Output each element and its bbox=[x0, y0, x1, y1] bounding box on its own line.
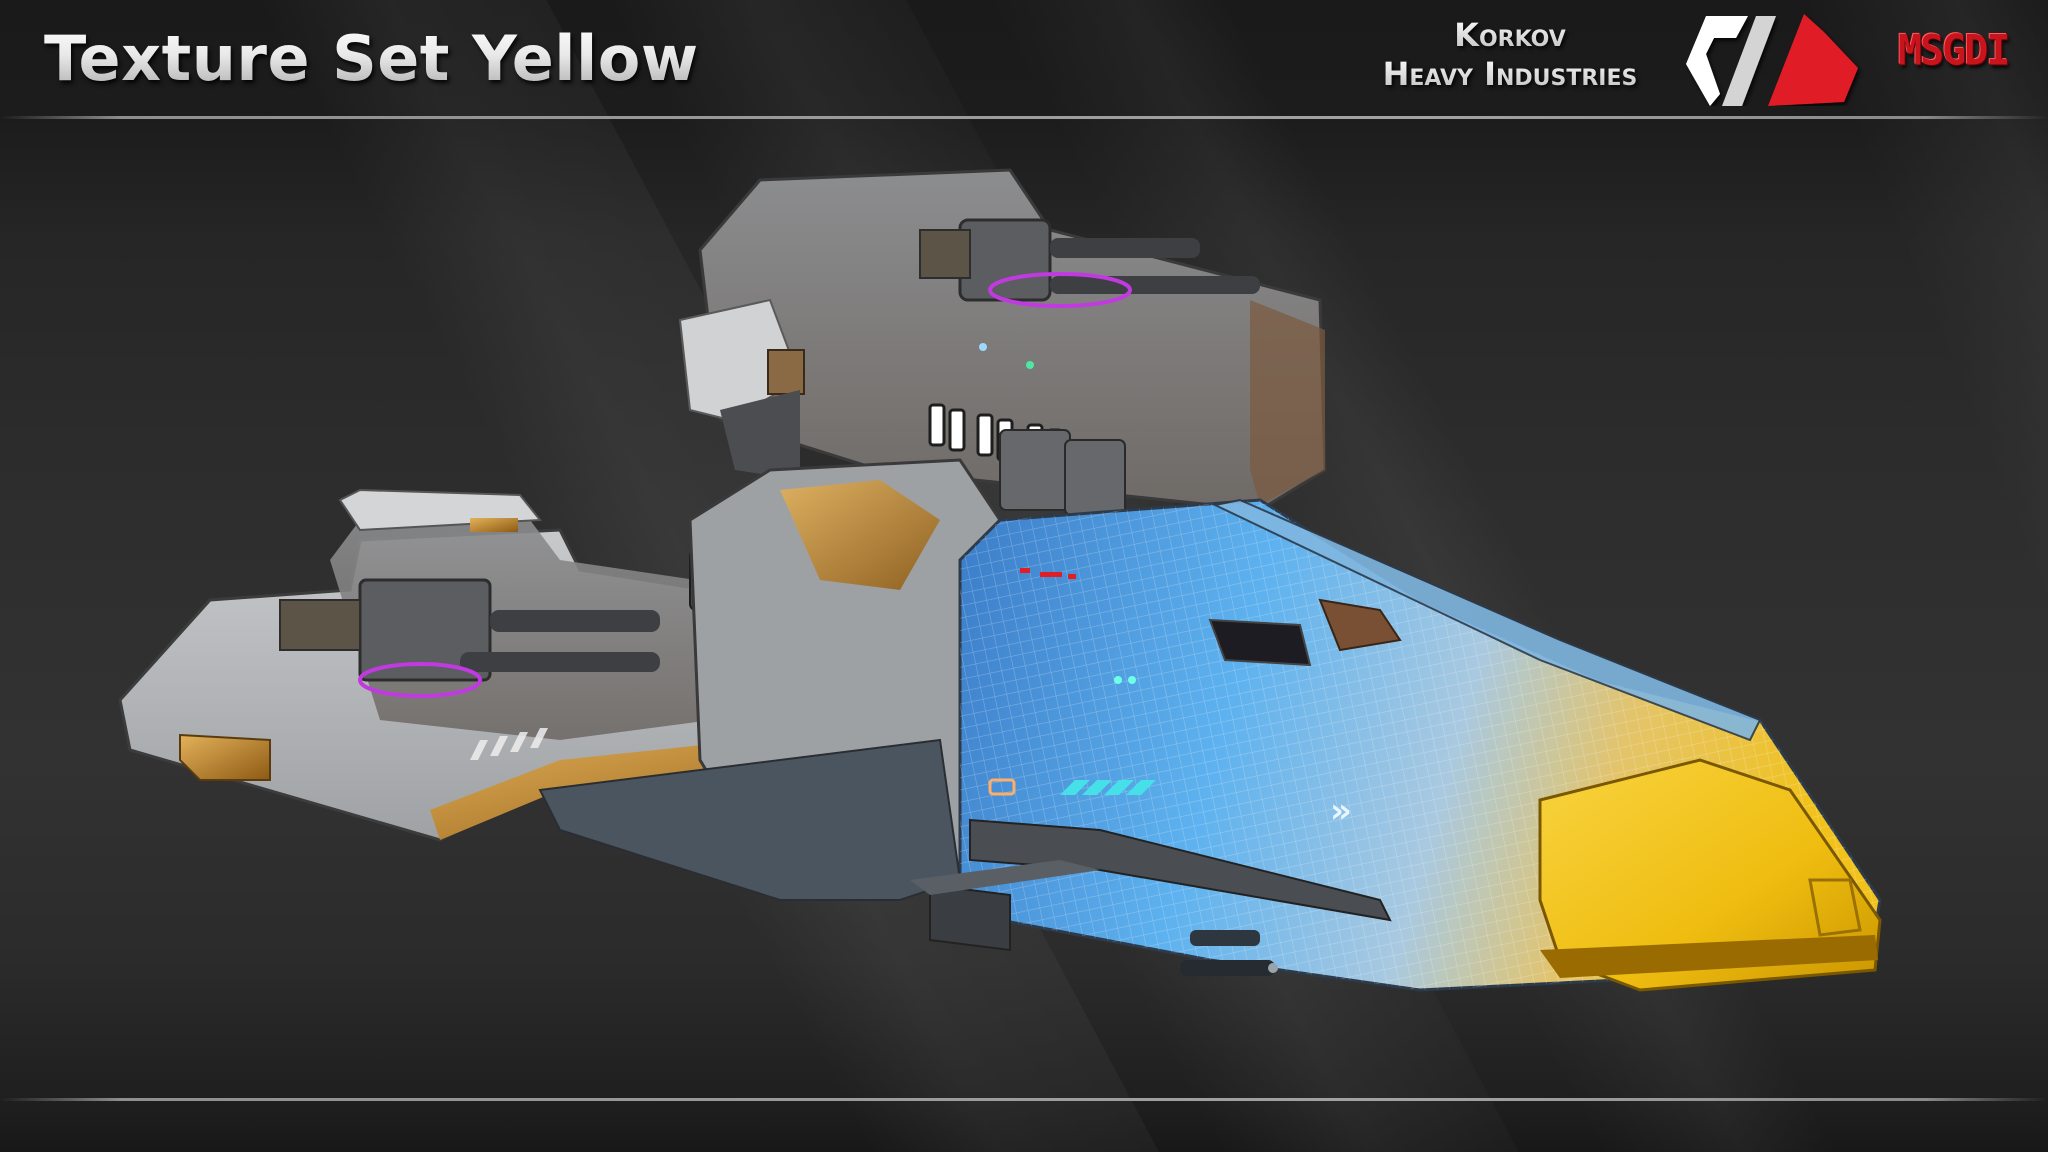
header-divider bbox=[0, 116, 2048, 119]
footer-divider bbox=[0, 1098, 2048, 1101]
studio-name: Korkov Heavy Industries bbox=[1360, 16, 1660, 94]
main-hull: » bbox=[958, 498, 1882, 992]
studio-name-line2: Heavy Industries bbox=[1360, 54, 1660, 94]
studio-name-line1: Korkov bbox=[1360, 16, 1660, 54]
upper-deck bbox=[678, 168, 1327, 512]
page-title: Texture Set Yellow bbox=[44, 22, 699, 95]
svg-text:»: » bbox=[1330, 791, 1352, 831]
publisher-logo: MSGDI bbox=[1898, 26, 2010, 76]
underside bbox=[538, 738, 1278, 976]
studio-logo-icon bbox=[1686, 14, 1858, 106]
